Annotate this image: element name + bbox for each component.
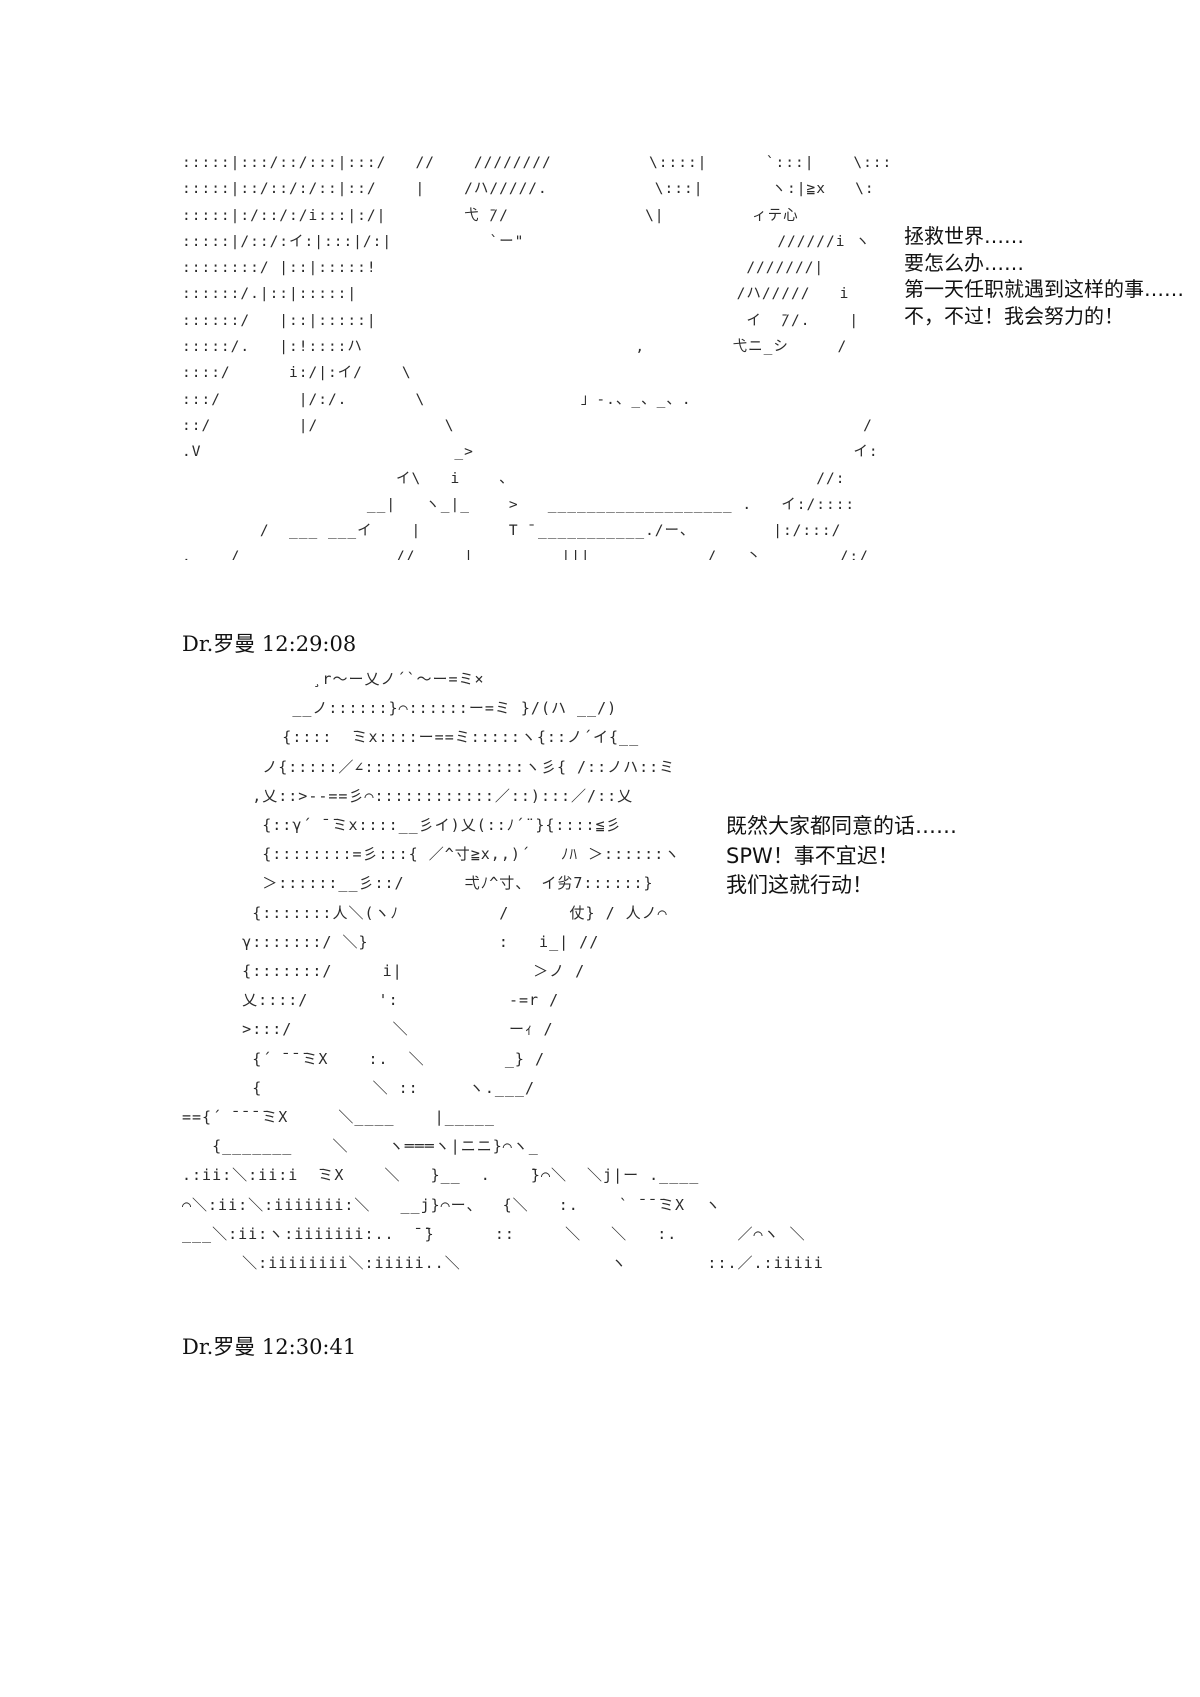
dialogue-panel-1: 拯救世界…… 要怎么办…… 第一天任职就遇到这样的事…… 不，不过！我会努力的！	[904, 223, 1184, 329]
dialogue-line: 要怎么办……	[904, 250, 1024, 275]
dialogue-line: 第一天任职就遇到这样的事……	[904, 277, 1184, 301]
post-timestamp: Dr.罗曼 12:29:08	[182, 632, 357, 656]
dialogue-line: 既然大家都同意的话……	[726, 814, 957, 838]
post-timestamp: Dr.罗曼 12:30:41	[182, 1335, 357, 1359]
dialogue-line: SPW！事不宜迟！	[726, 843, 899, 868]
dialogue-line: 拯救世界……	[904, 224, 1024, 248]
dialogue-panel-2: 既然大家都同意的话…… SPW！事不宜迟！ 我们这就行动！	[726, 812, 957, 901]
dialogue-line: 不，不过！我会努力的！	[904, 303, 1124, 328]
ascii-art-panel-2: ¸r〜ー乂ノ´`〜ー=ミ× __ノ::::::}⌒::::::ー=ミ }/(ハ …	[182, 670, 822, 1273]
dialogue-line: 我们这就行动！	[726, 873, 873, 897]
ascii-art-panel-1: :::::|:::/::/:::|:::/ // //////// \::::|…	[182, 155, 893, 560]
